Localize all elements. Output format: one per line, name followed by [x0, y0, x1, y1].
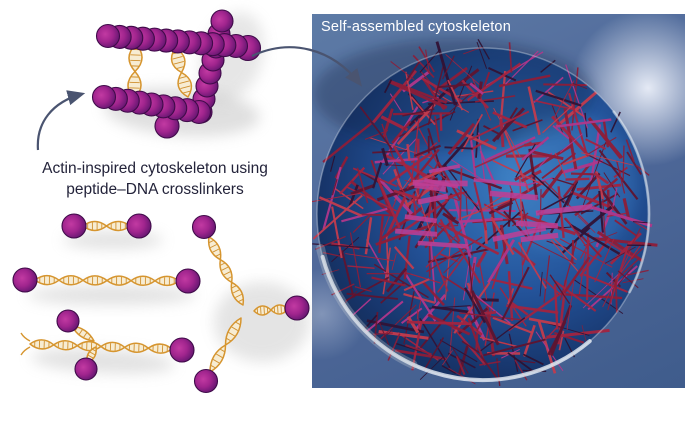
peptide-bead	[191, 214, 217, 240]
dna-helix	[34, 274, 180, 287]
actin-bundle-illustration	[91, 9, 262, 139]
caption-line2: peptide–DNA crosslinkers	[66, 181, 244, 198]
crosslinker-library	[12, 213, 310, 394]
peptide-bead	[12, 267, 38, 293]
curved-arrow-icon-left	[36, 90, 86, 151]
filament-mesh	[312, 39, 658, 386]
dna-helix	[127, 43, 143, 100]
peptide-bead	[61, 213, 87, 239]
peptide-bead	[74, 357, 98, 381]
bead-filament	[95, 23, 249, 59]
vesicle-sphere-render	[312, 14, 685, 386]
peptide-bead	[193, 368, 219, 394]
panel-title: Self-assembled cytoskeleton	[321, 19, 511, 35]
bead-filament	[91, 84, 212, 125]
peptide-bead	[56, 309, 80, 333]
dna-helix	[170, 47, 193, 98]
dna-helix	[209, 317, 242, 373]
dna-helix	[253, 304, 289, 316]
caption-line1: Actin-inspired cytoskeleton using	[42, 160, 268, 177]
peptide-bead	[169, 337, 195, 363]
peptide-bead	[175, 268, 201, 294]
dna-helix	[207, 236, 245, 306]
peptide-bead	[284, 295, 310, 321]
self-assembled-panel: Self-assembled cytoskeleton	[312, 14, 685, 388]
dna-helix	[82, 220, 131, 232]
dna-helix	[86, 346, 97, 364]
peptide-bead	[234, 34, 262, 62]
bead-filament	[189, 9, 234, 124]
dna-helix	[29, 339, 173, 354]
peptide-bead	[154, 113, 180, 139]
peptide-bead	[126, 213, 152, 239]
dna-helix	[71, 325, 95, 342]
caption: Actin-inspired cytoskeleton using peptid…	[9, 158, 301, 200]
